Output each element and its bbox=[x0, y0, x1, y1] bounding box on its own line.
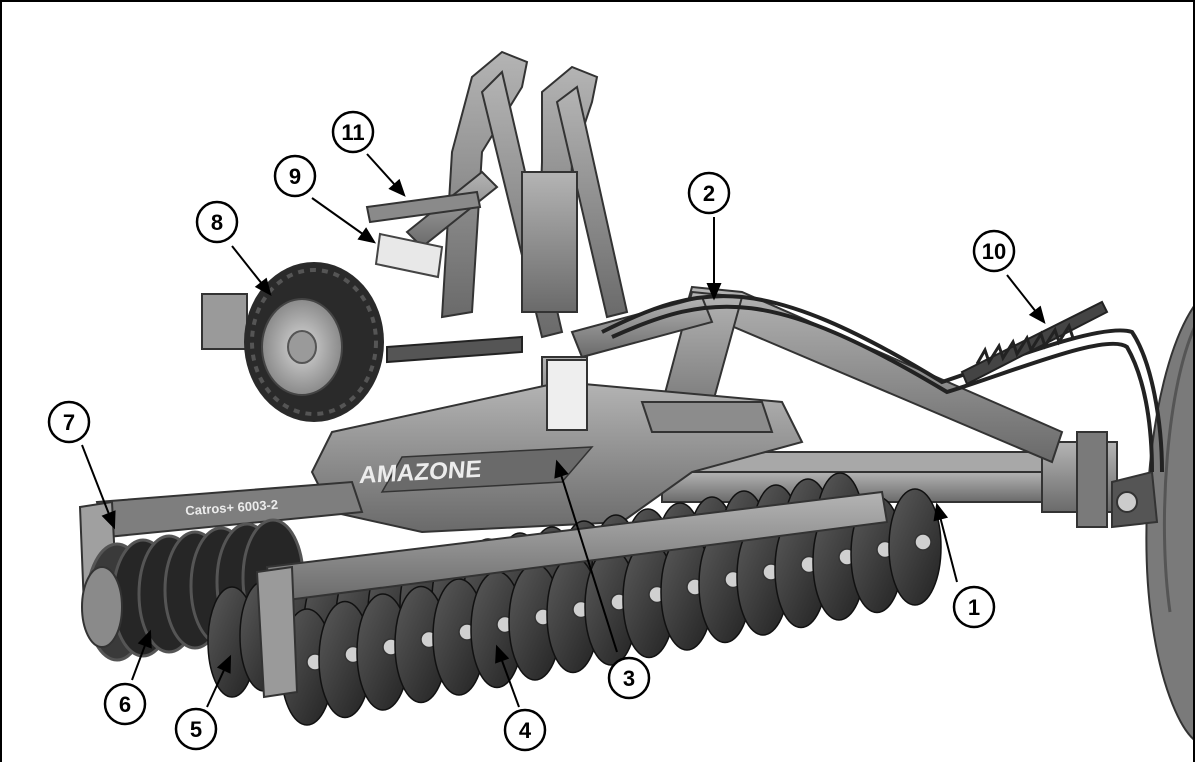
callout-2: 2 bbox=[687, 171, 731, 215]
leader-arrowhead bbox=[388, 178, 406, 197]
leader-lines bbox=[81, 153, 1046, 708]
callout-circle bbox=[47, 400, 91, 444]
leader-arrowhead bbox=[254, 277, 272, 296]
callout-layer: 1 2 3 4 5 6 7 8 9 10 11 bbox=[47, 110, 1016, 752]
callout-circle bbox=[972, 229, 1016, 273]
callout-circle bbox=[195, 200, 239, 244]
leader-arrowhead bbox=[1028, 305, 1046, 324]
disc-beam bbox=[255, 490, 889, 699]
disc-bolt bbox=[914, 533, 932, 551]
leader-arrowhead bbox=[554, 459, 569, 479]
callout-circle bbox=[174, 707, 218, 751]
callout-label: 10 bbox=[982, 239, 1006, 264]
callout-circle bbox=[607, 656, 651, 700]
callout-1: 1 bbox=[952, 585, 996, 629]
callout-circle bbox=[273, 154, 317, 198]
roller-hub bbox=[81, 566, 123, 648]
hose-holder bbox=[960, 300, 1109, 386]
disc-blade bbox=[888, 488, 942, 606]
leader-arrowhead bbox=[216, 654, 232, 674]
callout-circle bbox=[952, 585, 996, 629]
callout-label: 2 bbox=[703, 181, 715, 206]
transport-wheel bbox=[201, 262, 384, 422]
callout-circle bbox=[687, 171, 731, 215]
leader-arrowhead bbox=[495, 644, 510, 664]
callout-circle bbox=[503, 708, 547, 752]
callout-10: 10 bbox=[972, 229, 1016, 273]
warning-plate bbox=[374, 232, 444, 279]
leader-line bbox=[556, 461, 618, 653]
callout-label: 6 bbox=[119, 692, 131, 717]
callout-4: 4 bbox=[503, 708, 547, 752]
main-frame: AMAZONE bbox=[310, 359, 804, 534]
folding-frame bbox=[405, 50, 629, 428]
leader-arrowhead bbox=[933, 502, 949, 522]
callout-label: 7 bbox=[63, 410, 75, 435]
callout-label: 3 bbox=[623, 666, 635, 691]
callout-label: 8 bbox=[211, 210, 223, 235]
leader-arrowhead bbox=[357, 227, 377, 244]
callout-circle bbox=[331, 110, 375, 154]
hydraulic-cylinder bbox=[365, 190, 523, 364]
callout-label: 4 bbox=[519, 718, 532, 743]
callout-3: 3 bbox=[607, 656, 651, 700]
callout-label: 5 bbox=[190, 717, 202, 742]
callout-label: 1 bbox=[968, 595, 980, 620]
callout-label: 9 bbox=[289, 164, 301, 189]
leader-arrowhead bbox=[101, 510, 116, 530]
callout-9: 9 bbox=[273, 154, 317, 198]
callout-5: 5 bbox=[174, 707, 218, 751]
callout-circle bbox=[103, 682, 147, 726]
callout-8: 8 bbox=[195, 200, 239, 244]
callout-7: 7 bbox=[47, 400, 91, 444]
brand-lettering: AMAZONE bbox=[358, 456, 482, 489]
callout-11: 11 bbox=[331, 110, 375, 154]
callout-label: 11 bbox=[341, 120, 364, 145]
leader-arrowhead bbox=[137, 629, 152, 649]
leader-arrowhead bbox=[706, 283, 722, 301]
callout-6: 6 bbox=[103, 682, 147, 726]
model-lettering: Catros+ 6003-2 bbox=[185, 497, 279, 518]
